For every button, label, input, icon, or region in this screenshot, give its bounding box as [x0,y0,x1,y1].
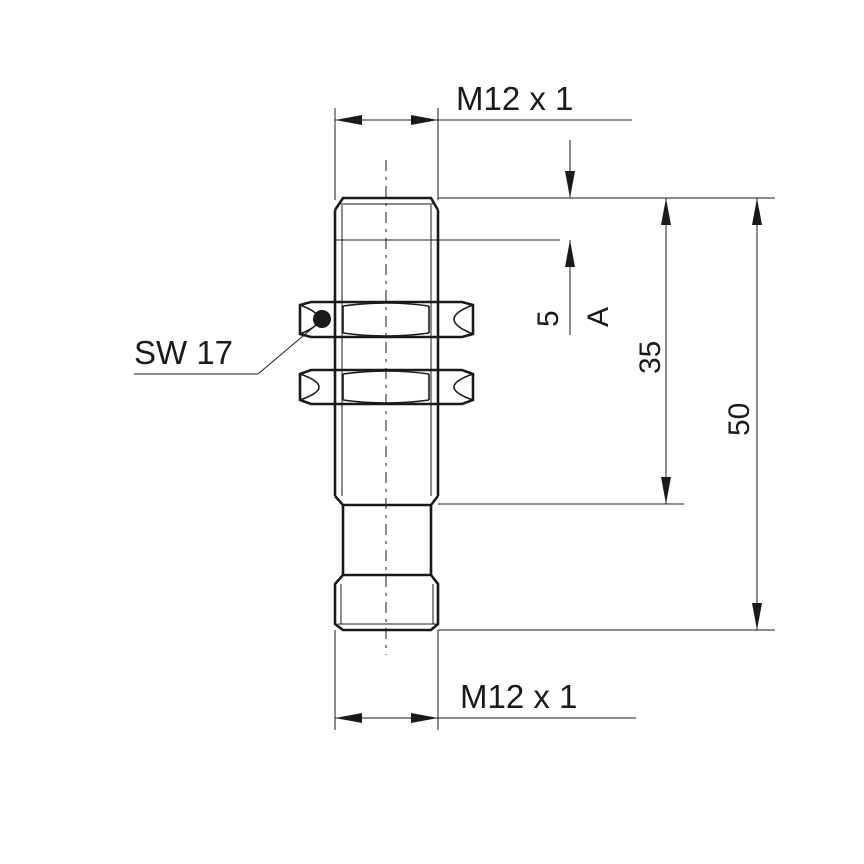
wrench-size-leader: SW 17 [134,324,317,375]
dim-5-label: 5 [532,310,565,327]
dim-a-label: A [582,307,615,327]
top-thread-label: M12 x 1 [456,80,573,117]
dim-35: 35 [438,198,684,505]
dim-50: 50 [438,198,775,631]
led-indicator-dot [313,310,331,328]
nut-lower [298,368,475,406]
connector-neck [333,505,440,632]
bottom-thread-label: M12 x 1 [460,678,577,715]
dim-50-label: 50 [723,403,756,436]
top-thread-dimension: M12 x 1 [334,80,632,200]
wrench-size-label: SW 17 [134,334,233,371]
dim-35-label: 35 [634,341,667,374]
dim-5-switching-distance: 5 A [438,140,775,335]
sensor-body [333,196,560,507]
bottom-thread-dimension: M12 x 1 [334,630,636,730]
